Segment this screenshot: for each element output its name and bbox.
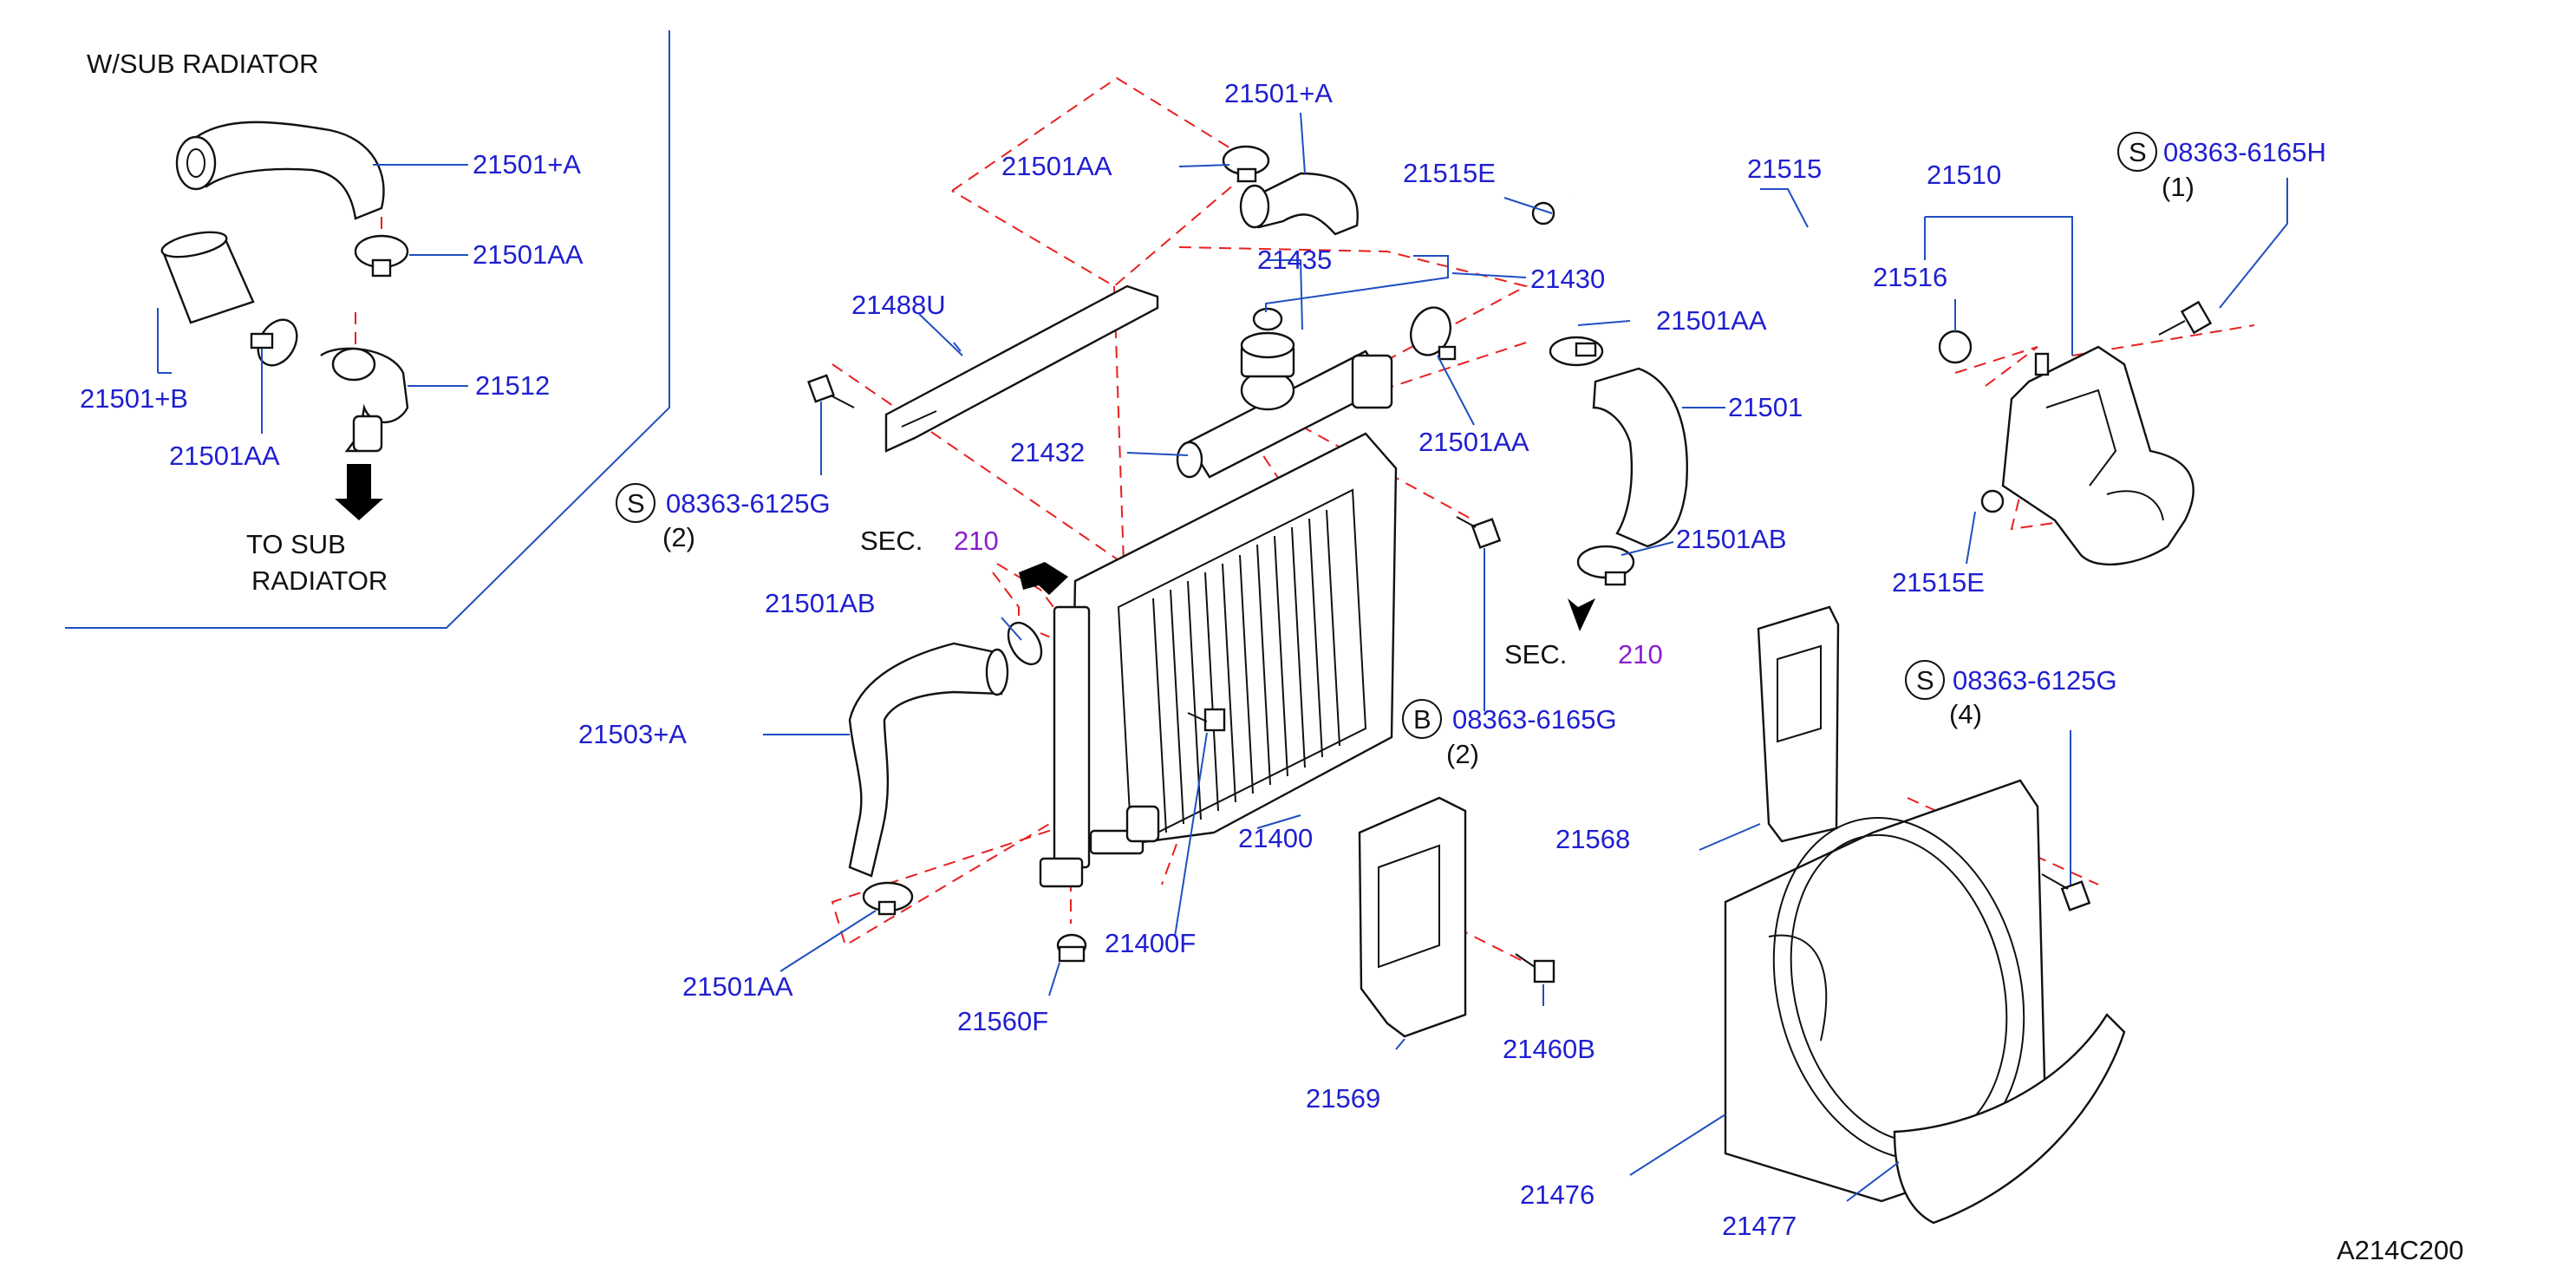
label-21488u: 21488U (851, 290, 946, 320)
hose-clamps (862, 201, 2005, 916)
label-21515e-top: 21515E (1403, 158, 1496, 188)
s-symbol-right: S (1916, 665, 1934, 696)
reservoir-hose-inner (1567, 167, 1986, 496)
label-21501: 21501 (1728, 392, 1803, 422)
label-b-bolt: 08363-6165G (1452, 704, 1617, 735)
label-21501aa-right: 21501AA (1656, 305, 1767, 336)
radiator-cap-seal (1252, 307, 1283, 331)
sec-arrow-left (1019, 562, 1068, 595)
label-s-bolt-left-qty: (2) (662, 522, 695, 552)
reservoir-cap (1938, 330, 1973, 364)
label-21501aa-mid: 21501AA (1418, 427, 1529, 457)
symbol-markers: S S S B (616, 132, 2157, 739)
inset-part-21501aa-2: 21501AA (169, 441, 280, 471)
label-21432: 21432 (1010, 437, 1085, 467)
label-s-bolt-right-qty: (4) (1949, 699, 1982, 729)
reservoir-tank (2001, 345, 2194, 566)
label-21400f: 21400F (1105, 928, 1196, 958)
sec-label-left: SEC. (860, 526, 923, 556)
label-21501a: 21501+A (1224, 78, 1333, 108)
inset-part-21501a: 21501+A (473, 149, 581, 180)
upper-bracket (884, 284, 1159, 453)
b-symbol: B (1413, 704, 1431, 735)
left-bracket-21569 (1358, 796, 1467, 1038)
label-21501ab-right: 21501AB (1676, 524, 1787, 554)
to-sub-line-2: RADIATOR (251, 565, 388, 596)
label-21435: 21435 (1257, 245, 1332, 275)
label-21560f: 21560F (957, 1006, 1048, 1036)
sec-number-left: 210 (954, 526, 999, 556)
label-s-bolt-top-qty: (1) (2162, 172, 2194, 202)
label-21501ab-left: 21501AB (765, 588, 876, 618)
label-s-bolt-left: 08363-6125G (666, 488, 831, 519)
bolts (807, 300, 2213, 983)
sec-arrow-right (1568, 598, 1595, 631)
label-21501aa-bottom: 21501AA (682, 971, 793, 1002)
label-s-bolt-right: 08363-6125G (1953, 665, 2117, 696)
inset-part-21501b: 21501+B (80, 383, 188, 414)
label-21516: 21516 (1873, 262, 1947, 292)
part-labels: 21501+A 21501AA 21515E 21515 21510 08363… (578, 78, 2326, 1241)
inset-part-21512: 21512 (475, 370, 550, 401)
label-21460b: 21460B (1503, 1034, 1595, 1064)
label-21477: 21477 (1722, 1211, 1797, 1241)
label-21476: 21476 (1520, 1179, 1595, 1210)
right-hose (1592, 367, 1688, 548)
sub-radiator-inset: W/SUB RADIATOR 21501+A 21501AA 21501+B 2… (65, 30, 670, 629)
label-21503a: 21503+A (578, 719, 687, 749)
label-21568: 21568 (1555, 824, 1630, 854)
sec-label-right: SEC. (1504, 639, 1567, 670)
inset-part-21501aa-1: 21501AA (473, 239, 584, 270)
s-symbol-top: S (2129, 137, 2147, 167)
label-b-bolt-qty: (2) (1446, 739, 1479, 769)
label-21400: 21400 (1238, 823, 1313, 853)
label-21515e-bottom: 21515E (1892, 567, 1985, 598)
lower-hose (848, 642, 1003, 878)
label-21569: 21569 (1306, 1083, 1380, 1114)
diagram-code: A214C200 (2337, 1235, 2464, 1265)
sec-number-right: 210 (1618, 639, 1663, 670)
upper-hose (1222, 145, 1359, 236)
to-sub-line-1: TO SUB (246, 529, 346, 559)
to-sub-radiator-arrow (335, 464, 383, 520)
label-21515: 21515 (1747, 154, 1822, 184)
upper-tank-pipe (1176, 331, 1393, 479)
radiator-core (1039, 432, 1398, 888)
inset-title: W/SUB RADIATOR (87, 49, 319, 79)
label-21501aa-top: 21501AA (1001, 151, 1112, 181)
s-symbol-left: S (627, 488, 645, 519)
leader-lines (763, 112, 2288, 1202)
right-bracket-21568 (1757, 605, 1840, 843)
label-s-bolt-top: 08363-6165H (2163, 137, 2326, 167)
label-21430: 21430 (1530, 264, 1605, 294)
label-21510: 21510 (1927, 160, 2001, 190)
lower-shroud (1893, 1013, 2126, 1225)
